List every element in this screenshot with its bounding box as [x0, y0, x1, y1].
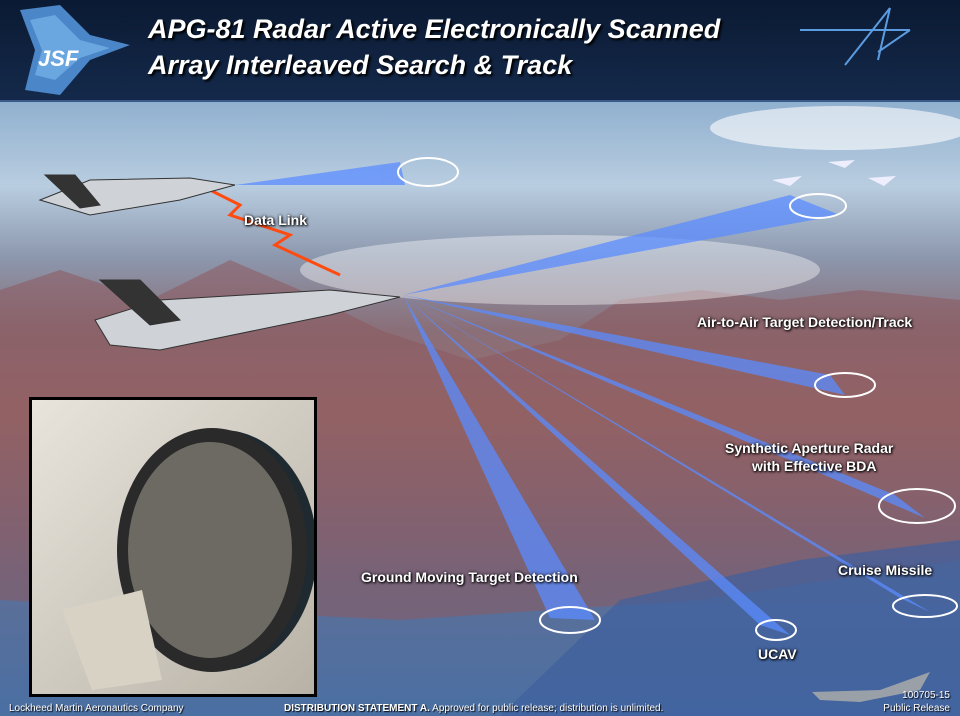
- sea: [500, 540, 960, 716]
- beam-datalink-target: [235, 162, 405, 185]
- label-cruise-missile: Cruise Missile: [838, 562, 933, 578]
- distribution-text: Approved for public release; distributio…: [429, 703, 664, 714]
- aircraft-formation: [772, 160, 896, 186]
- footer-release: Public Release: [883, 703, 950, 714]
- title-line-1: APG-81 Radar Active Electronically Scann…: [148, 14, 721, 44]
- data-link-signal: [199, 183, 341, 277]
- label-sar-2: with Effective BDA: [752, 458, 877, 474]
- beam-cruise-missile: [403, 295, 930, 612]
- beam-air-track: [403, 295, 845, 395]
- cloud: [710, 106, 960, 150]
- jsf-logo-text: JSF: [38, 46, 79, 71]
- f35-lead-tail: [98, 279, 182, 326]
- f35-lead: [94, 289, 401, 351]
- beam-sar: [403, 295, 925, 518]
- radar-beams: [235, 162, 930, 635]
- label-sar-1: Synthetic Aperture Radar: [725, 440, 894, 456]
- footer-company: Lockheed Martin Aeronautics Company: [9, 703, 184, 714]
- label-air-to-air: Air-to-Air Target Detection/Track: [697, 314, 913, 330]
- f35-upper-tail: [43, 174, 101, 209]
- ship: [812, 672, 930, 702]
- lockheed-martin-star-icon: [800, 7, 911, 66]
- label-ucav: UCAV: [758, 646, 797, 662]
- beam-air-target: [403, 195, 840, 295]
- aesa-array-image: [62, 428, 314, 690]
- label-data-link: Data Link: [244, 212, 308, 228]
- footer-doc-id: 100705-15: [902, 690, 950, 701]
- header-bar: JSF APG-81 Radar Active Electronically S…: [0, 0, 960, 102]
- cloud: [300, 235, 820, 305]
- footer-distribution: DISTRIBUTION STATEMENT A. Approved for p…: [284, 703, 663, 714]
- fighter-jets: [38, 174, 401, 351]
- label-ground-moving: Ground Moving Target Detection: [361, 569, 578, 585]
- target-ellipses: [397, 157, 958, 641]
- radar-antenna-photo: [29, 397, 317, 697]
- jsf-logo: JSF: [20, 5, 130, 95]
- distribution-bold: DISTRIBUTION STATEMENT A.: [284, 703, 430, 714]
- title-line-2: Array Interleaved Search & Track: [148, 50, 573, 80]
- beam-gmti: [403, 295, 595, 620]
- beam-ucav: [403, 295, 790, 635]
